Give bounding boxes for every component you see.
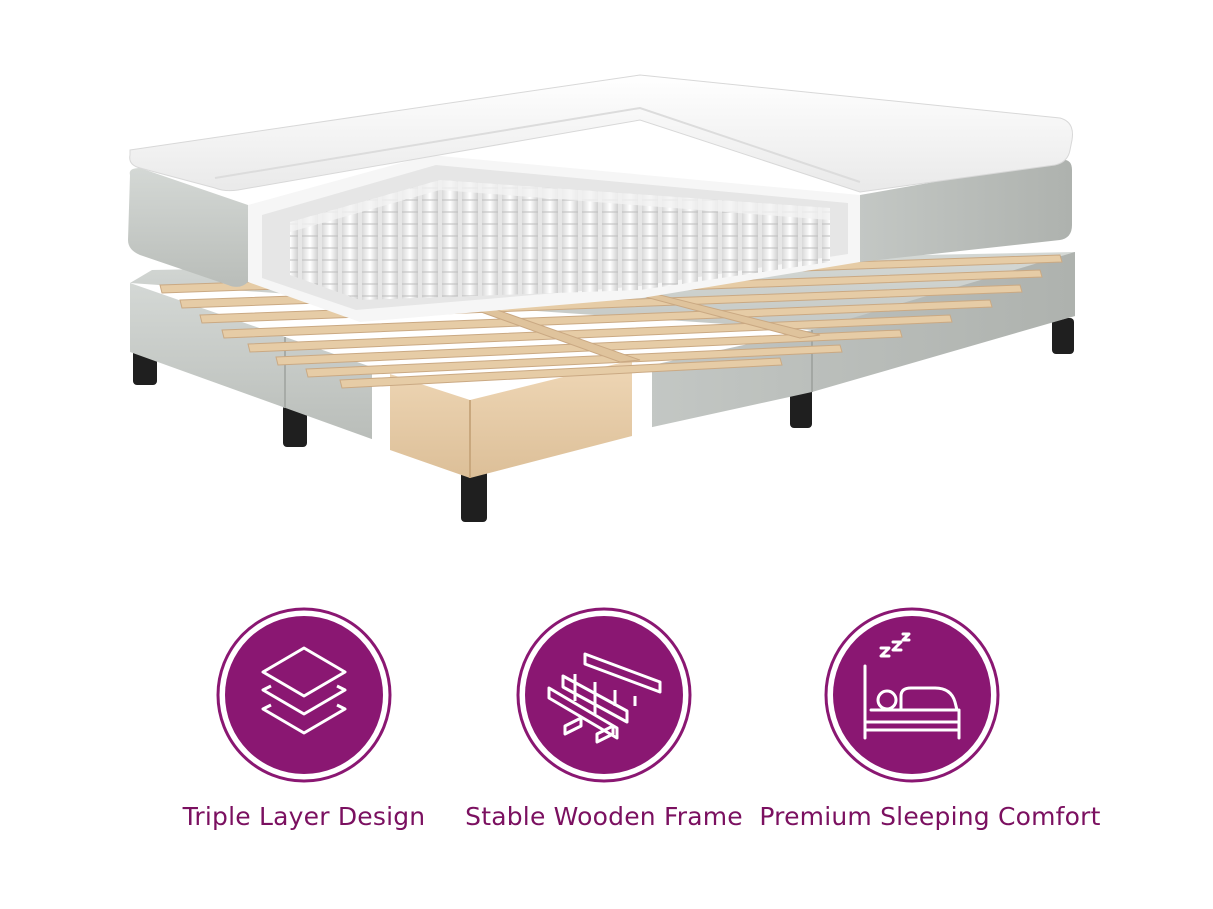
feature-wooden-frame: Stable Wooden Frame <box>424 606 784 846</box>
feature-label-sleeping-comfort: Premium Sleeping Comfort <box>759 802 1101 831</box>
bed-cutaway-illustration <box>128 74 1075 522</box>
mattress-topper <box>129 74 1073 193</box>
layers-icon <box>216 607 392 783</box>
feature-triple-layer: Triple Layer Design <box>124 606 484 846</box>
feature-sleeping-comfort: Premium Sleeping Comfort <box>750 606 1110 846</box>
mattress <box>128 155 1072 322</box>
feature-label-triple-layer: Triple Layer Design <box>182 802 426 831</box>
feature-label-wooden-frame: Stable Wooden Frame <box>465 802 743 831</box>
sleeping-person-icon <box>824 607 1000 783</box>
wooden-slats-icon <box>516 607 692 783</box>
